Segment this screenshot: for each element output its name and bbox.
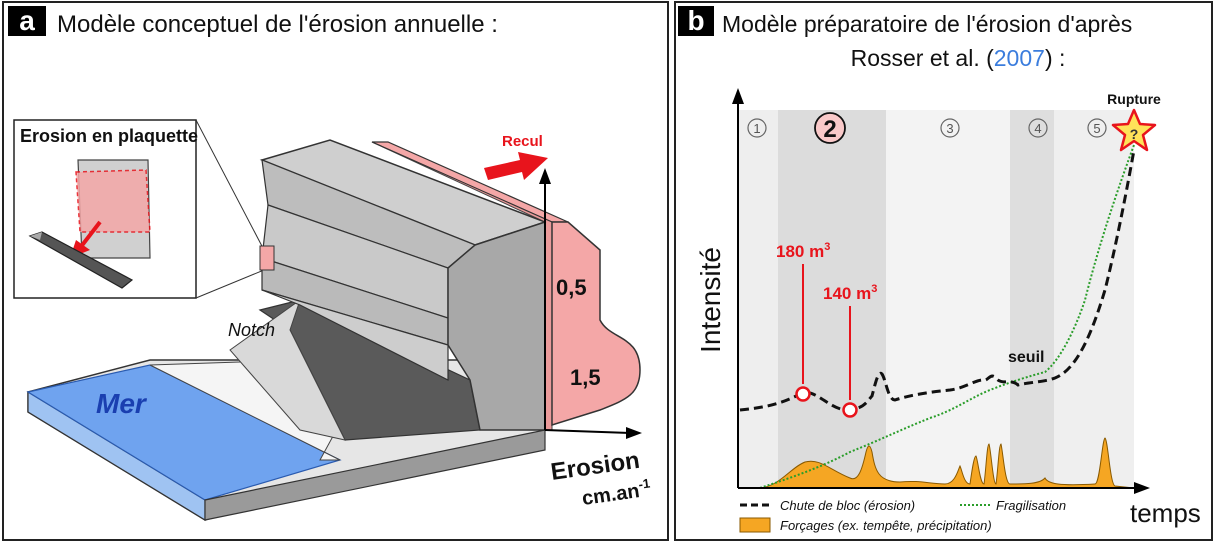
phase-2-circle [814, 112, 846, 144]
rupture-mark: ? [1130, 126, 1139, 142]
phase-1-circle [747, 118, 767, 138]
notch-floor [229, 298, 346, 441]
phase-2-label: 2 [823, 116, 836, 143]
phase-labels: 1 2 3 4 5 [747, 112, 1107, 144]
rupture-label: Rupture [1107, 91, 1161, 107]
inset-plaquette: Erosion en plaquette [13, 119, 198, 299]
erosion-axis-unit-sup: -1 [637, 476, 651, 492]
volume-140-label: 140 m3 [823, 283, 877, 303]
panel-a-frame [2, 1, 669, 541]
volume-180-label: 180 m3 [776, 241, 830, 261]
y-axis-label: Intensité [695, 247, 726, 353]
erosion-axis-unit: cm.an-1 [580, 476, 652, 510]
erosion-axis-horizontal [544, 429, 631, 434]
erosion-profile [551, 221, 641, 427]
erosion-axis-vertical-head [539, 168, 551, 184]
callout-line-bottom [195, 269, 265, 299]
inset-title: Erosion en plaquette [20, 126, 198, 146]
phase-3-label: 3 [946, 121, 953, 136]
legend: Chute de bloc (érosion) Fragilisation Fo… [739, 498, 1066, 533]
volume-180-marker [795, 386, 811, 402]
panel-b-title-line1: Modèle préparatoire de l'érosion d'après [722, 11, 1132, 37]
forcing-area [759, 437, 1135, 489]
panel-b-title-line2: Rosser et al. (2007) : [851, 45, 1066, 71]
phase-band-5 [1054, 110, 1134, 488]
inset-arrow-shaft [78, 220, 102, 250]
erosion-axis-unit-text: cm.an [581, 480, 641, 510]
legend-blockfall-label: Chute de bloc (érosion) [780, 498, 915, 513]
inset-fallen-plate [28, 231, 134, 289]
phase-band-2 [778, 110, 886, 488]
volume-140-marker [842, 402, 858, 418]
panel-a-title: Modèle conceptuel de l'érosion annuelle … [57, 11, 498, 38]
erosion-value-bottom: 1,5 [570, 365, 601, 390]
platform-front [204, 429, 546, 521]
title-year-link[interactable]: 2007 [994, 45, 1045, 71]
volume-140-sup: 3 [871, 283, 877, 295]
phase-band-3 [886, 110, 1010, 488]
phase-3-circle [940, 118, 960, 138]
phase-1-label: 1 [753, 121, 760, 136]
callout-line-top [195, 119, 265, 251]
inset-fallen-plate-edge [30, 232, 42, 240]
cliff-plaque-marker [259, 245, 275, 271]
x-axis-label: temps [1130, 498, 1201, 528]
phase-5-label: 5 [1093, 121, 1100, 136]
seuil-label: seuil [1008, 349, 1044, 366]
volume-180-sup: 3 [824, 241, 830, 253]
title-suffix: ) : [1045, 45, 1065, 71]
recul-label: Recul [502, 133, 543, 150]
erosion-axis-horizontal-head [626, 427, 642, 439]
rupture-star [1111, 108, 1157, 152]
phase-band-4 [1010, 110, 1054, 488]
panel-a-letter-box [8, 6, 46, 36]
erosion-value-top: 0,5 [556, 275, 587, 300]
phase-4-circle [1028, 118, 1048, 138]
panel-b-letter-box [678, 6, 714, 36]
notch-label: Notch [228, 320, 275, 340]
cliff-layer-4 [261, 289, 449, 381]
phase-4-label: 4 [1034, 121, 1041, 136]
phase-band-1 [738, 110, 778, 488]
weakening-curve [759, 144, 1135, 489]
x-axis-head [1134, 482, 1150, 494]
recul-arrow [484, 152, 548, 180]
panel-b-letter: b [687, 5, 704, 36]
volume-140-text: 140 m [823, 284, 871, 303]
legend-forcing-swatch [739, 517, 771, 533]
sea-label: Mer [96, 388, 148, 419]
panel-b-frame [674, 1, 1213, 541]
erosion-axis-label: Erosion [549, 447, 641, 486]
inset-plaque [75, 169, 151, 233]
phase-5-circle [1087, 118, 1107, 138]
title-prefix: Rosser et al. ( [851, 45, 994, 71]
panel-a: a Modèle conceptuel de l'érosion annuell… [2, 1, 669, 541]
y-axis-head [732, 88, 744, 104]
panel-b: b Modèle préparatoire de l'érosion d'apr… [674, 1, 1213, 541]
volume-180-text: 180 m [776, 242, 824, 261]
legend-forcing-label: Forçages (ex. tempête, précipitation) [780, 518, 992, 533]
legend-weakening-label: Fragilisation [996, 498, 1066, 513]
panel-a-letter: a [19, 5, 35, 36]
